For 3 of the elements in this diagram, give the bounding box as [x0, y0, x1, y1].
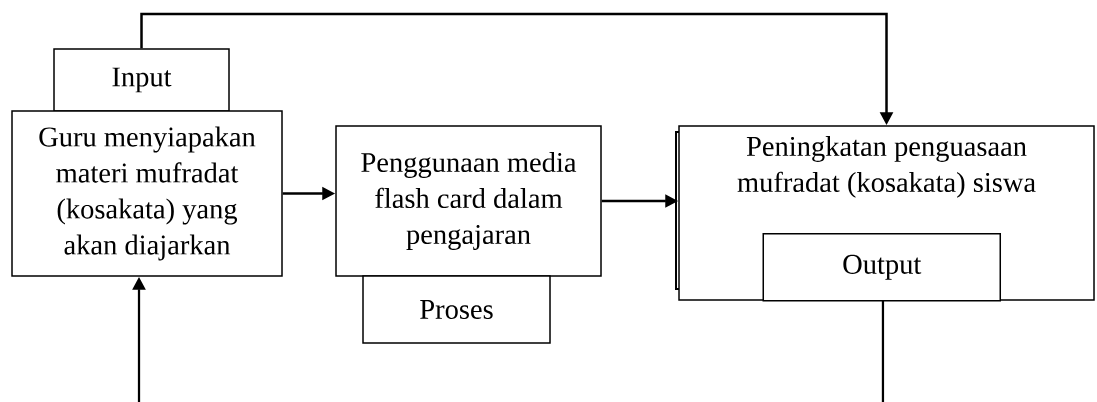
label-box: Output	[762, 233, 1001, 302]
label-box: Proses	[362, 275, 551, 344]
label-box: Input	[53, 48, 230, 112]
